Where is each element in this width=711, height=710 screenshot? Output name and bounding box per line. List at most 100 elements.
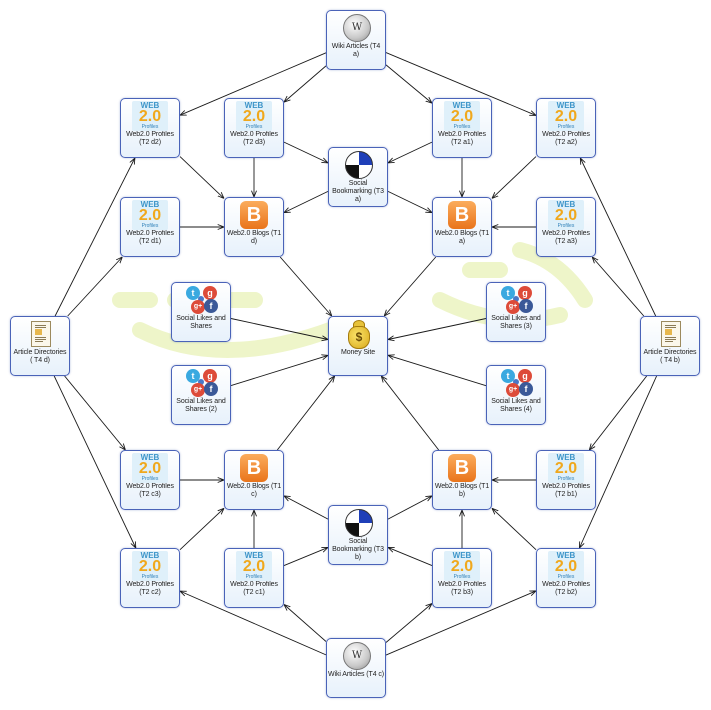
node-label: Web2.0 Blogs (T1 d) <box>226 230 282 245</box>
node-label: Social Likes and Shares (2) <box>176 398 226 413</box>
edge-wiki-t4a-to-web-t2d2 <box>180 52 327 115</box>
node-label: Social Likes and Shares (3) <box>491 315 541 330</box>
node-label: Web2.0 Profiles (T2 c3) <box>126 483 174 498</box>
article-directory-icon <box>22 319 58 349</box>
node-label: Web2.0 Profiles (T2 b2) <box>542 581 590 596</box>
node-label: Web2.0 Blogs (T1 c) <box>226 483 282 498</box>
edge-web-t2c2-to-blog-t1c <box>179 508 224 551</box>
edge-blog-t1c-to-money <box>276 376 334 451</box>
node-label: Web2.0 Profiles (T2 a2) <box>542 131 590 146</box>
edge-web-t2a2-to-blog-t1a <box>492 156 537 199</box>
node-label: Social Bookmarking (T3 a) <box>332 180 384 203</box>
node-label: Web2.0 Profiles (T2 b3) <box>438 581 486 596</box>
edge-wiki-t4c-to-web-t2b2 <box>385 591 536 656</box>
blogger-icon: B <box>236 200 272 230</box>
edge-wiki-t4a-to-web-t2a1 <box>385 64 432 103</box>
blogger-icon: B <box>444 453 480 483</box>
node-label: Article Directories ( T4 d) <box>13 349 67 364</box>
node-bm-t3a[interactable]: Social Bookmarking (T3 a) <box>328 147 388 207</box>
node-label: Wiki Articles (T4 a) <box>331 43 381 58</box>
wiki-globe-icon: W <box>338 641 374 671</box>
blogger-icon: B <box>236 453 272 483</box>
node-label: Social Likes and Shares (4) <box>491 398 541 413</box>
edge-blog-t1d-to-money <box>279 256 332 316</box>
node-label: Social Bookmarking (T3 b) <box>332 538 384 561</box>
node-label: Web2.0 Profiles (T2 a3) <box>542 230 590 245</box>
edge-web-t2a1-to-bm-t3a <box>388 141 433 163</box>
node-label: Article Directories ( T4 b) <box>643 349 697 364</box>
edge-social-2-to-money <box>230 355 328 387</box>
node-bm-t3b[interactable]: Social Bookmarking (T3 b) <box>328 505 388 565</box>
edge-web-t2c1-to-bm-t3b <box>283 547 328 567</box>
node-label: Wiki Articles (T4 c) <box>328 671 384 678</box>
node-label: Social Likes and Shares <box>176 315 226 330</box>
node-label: Web2.0 Profiles (T2 d1) <box>126 230 174 245</box>
node-label: Web2.0 Profiles (T2 c1) <box>230 581 278 596</box>
node-label: Web2.0 Blogs (T1 a) <box>434 230 490 245</box>
node-label: Web2.0 Profiles (T2 d2) <box>126 131 174 146</box>
edge-web-t2b3-to-bm-t3b <box>388 547 433 567</box>
edge-blog-t1a-to-money <box>384 256 437 316</box>
edge-wiki-t4c-to-web-t2b3 <box>385 604 432 643</box>
edge-dir-t4b-to-web-t2b1 <box>589 375 648 450</box>
edge-social-3-to-money <box>388 318 487 340</box>
edge-bm-t3a-to-blog-t1a <box>387 190 432 212</box>
edge-web-t2d3-to-bm-t3a <box>283 141 328 163</box>
node-dir-t4b[interactable]: Article Directories ( T4 b) <box>640 316 700 376</box>
node-label: Web2.0 Profiles (T2 c2) <box>126 581 174 596</box>
edge-blog-t1b-to-money <box>381 376 440 451</box>
money-bag-icon: $ <box>340 319 376 349</box>
article-directory-icon <box>652 319 688 349</box>
edge-wiki-t4a-to-web-t2a2 <box>385 52 536 116</box>
node-dir-t4d[interactable]: Article Directories ( T4 d) <box>10 316 70 376</box>
edge-bm-t3b-to-blog-t1c <box>284 496 329 520</box>
node-label: Web2.0 Profiles (T2 a1) <box>438 131 486 146</box>
edge-social-1-to-money <box>230 318 328 340</box>
node-label: Web2.0 Blogs (T1 b) <box>434 483 490 498</box>
edge-dir-t4d-to-web-t2c2 <box>53 375 136 548</box>
node-money[interactable]: $Money Site <box>328 316 388 376</box>
edge-dir-t4b-to-web-t2a3 <box>592 257 645 317</box>
blogger-icon: B <box>444 200 480 230</box>
edge-bm-t3a-to-blog-t1d <box>284 190 329 212</box>
